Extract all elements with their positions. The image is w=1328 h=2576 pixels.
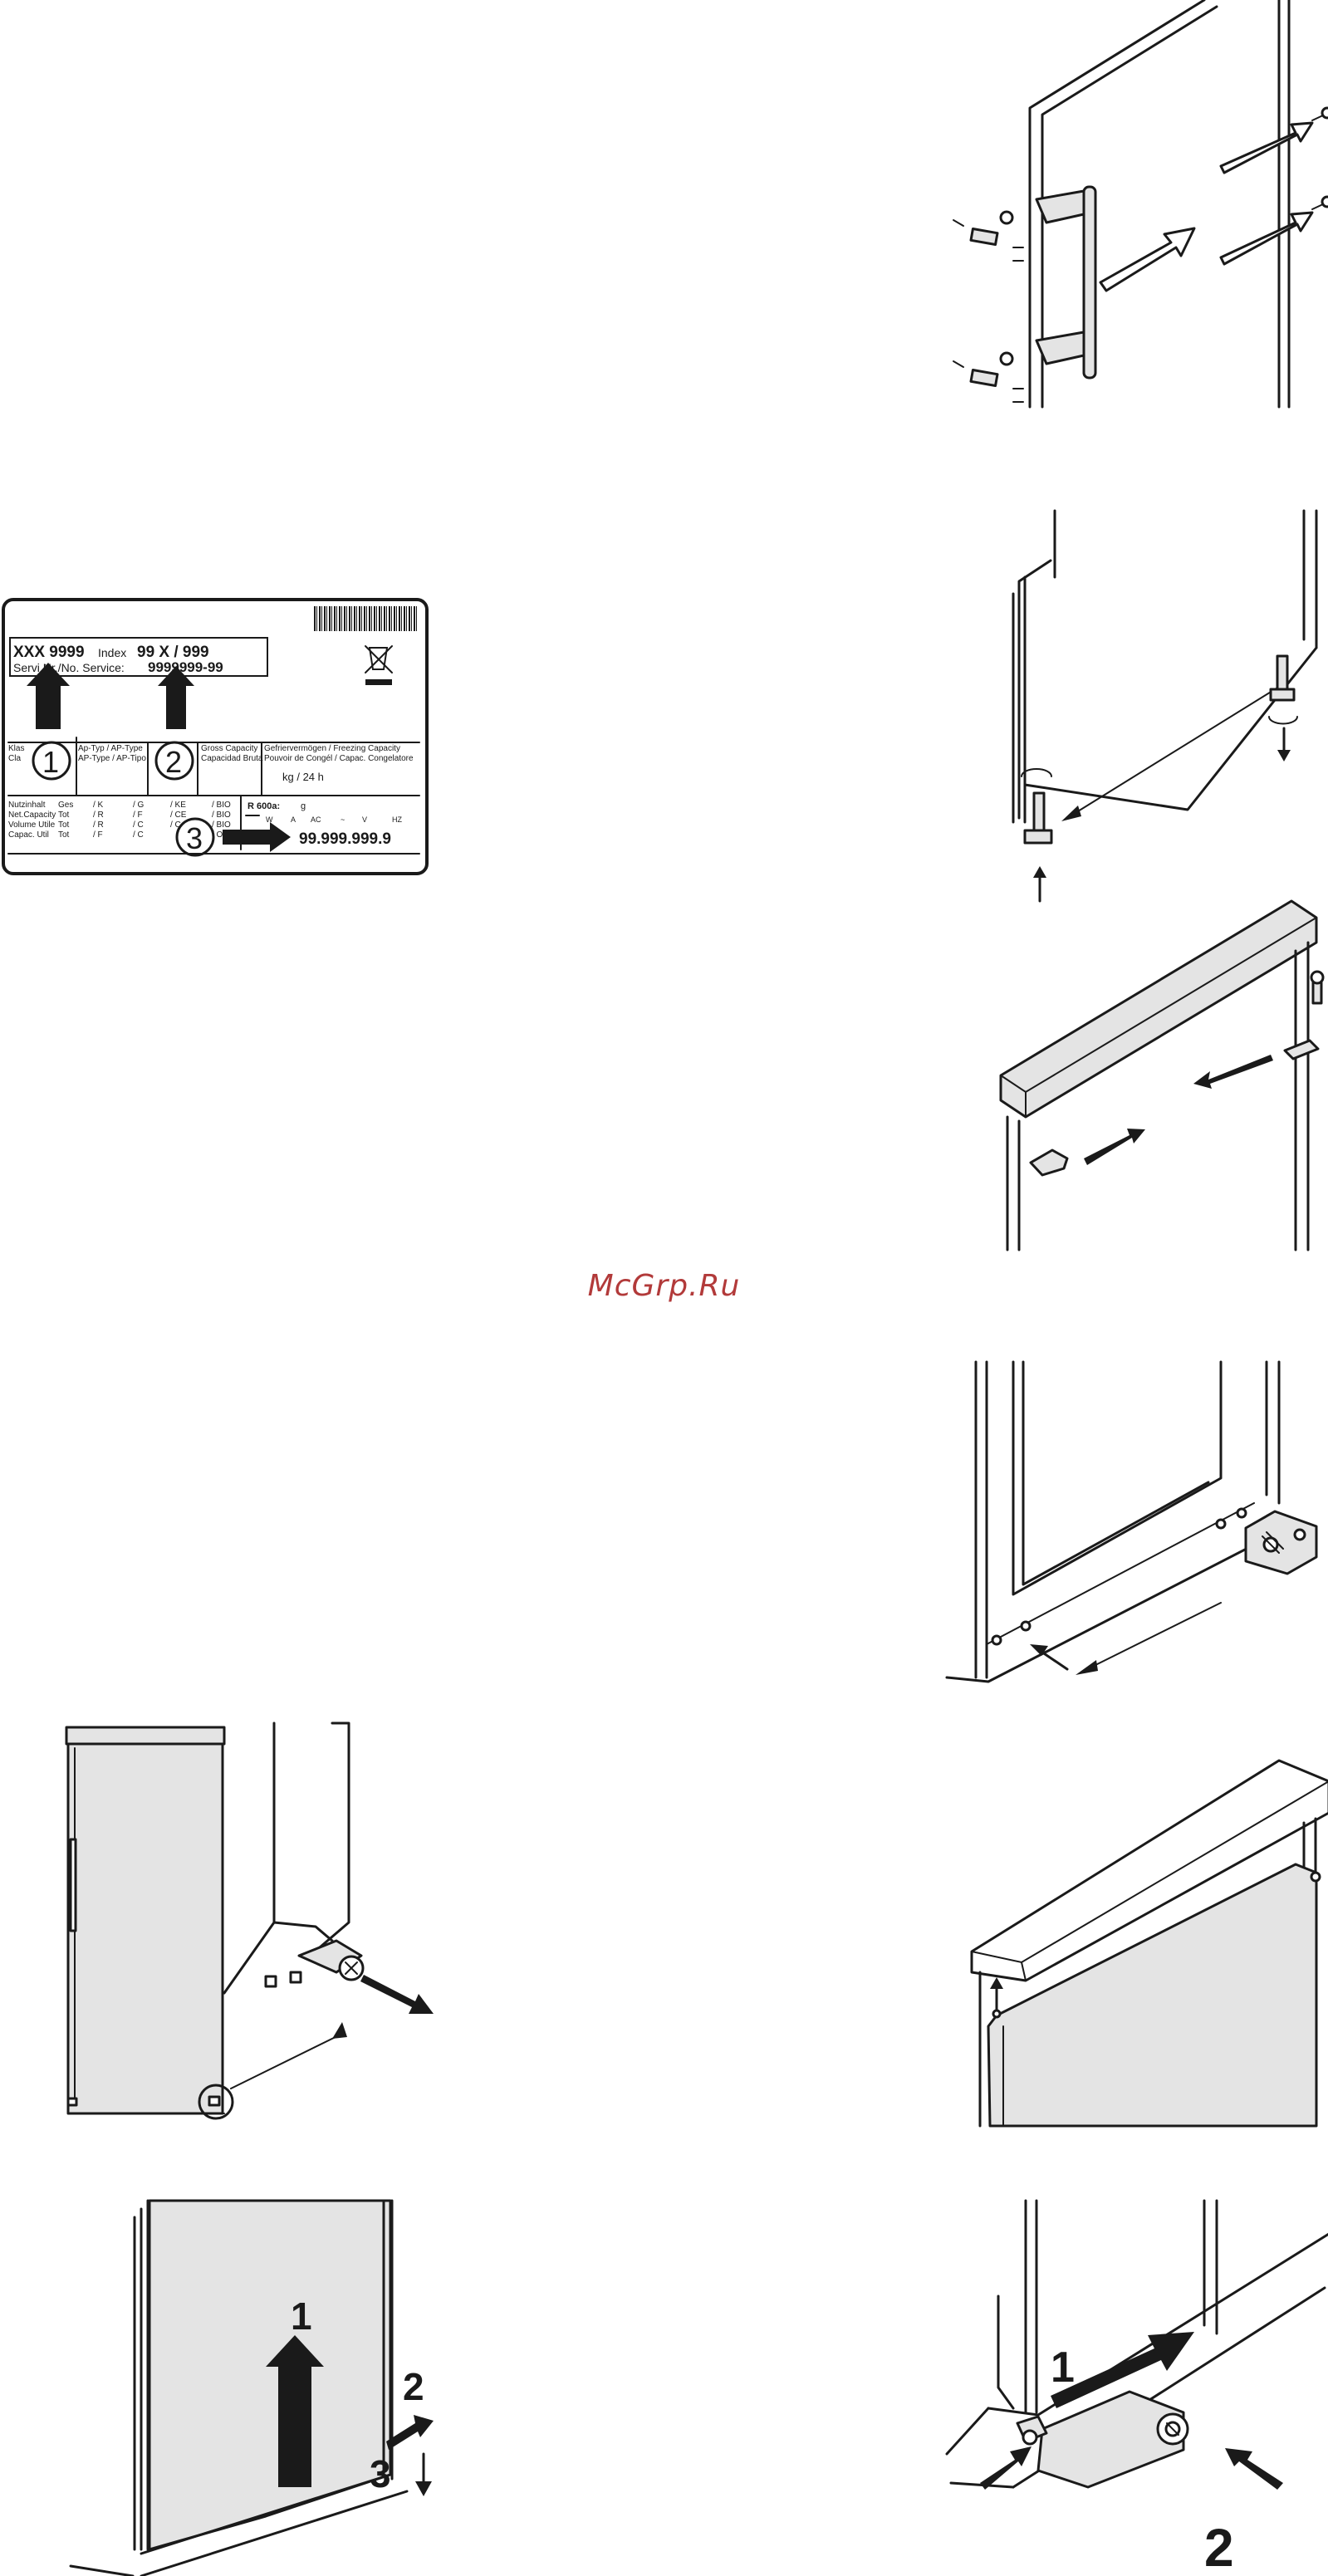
svg-text:/ K: / K	[93, 801, 104, 810]
svg-text:Capacidad Bruta: Capacidad Bruta	[201, 754, 263, 763]
svg-text:Tot: Tot	[58, 830, 70, 840]
svg-text:Servi Nr./No. Service:: Servi Nr./No. Service:	[13, 661, 125, 674]
barcode-icon	[314, 606, 418, 631]
serial-number: 99.999.999.9	[299, 830, 391, 848]
screw-icon	[1311, 106, 1328, 210]
svg-text:~: ~	[341, 815, 345, 824]
figure-foot-screw	[50, 1721, 448, 2138]
svg-text:A: A	[291, 815, 296, 824]
figure-door-pin	[988, 509, 1328, 909]
figure-bottom-hinge: 1 2	[938, 2199, 1328, 2576]
svg-text:Capac. Util: Capac. Util	[8, 830, 49, 840]
svg-text:/ CE: / CE	[170, 811, 187, 820]
svg-text:Cla: Cla	[8, 754, 21, 763]
svg-text:Gross Capacity: Gross Capacity	[201, 744, 257, 753]
svg-text:Index: Index	[98, 646, 126, 659]
svg-text:Ges: Ges	[58, 801, 73, 810]
svg-text:AC: AC	[311, 815, 321, 824]
svg-text:V: V	[362, 815, 367, 824]
svg-text:1: 1	[291, 2294, 312, 2338]
svg-text:Tot: Tot	[58, 811, 70, 820]
svg-text:/ C: / C	[133, 820, 144, 830]
rating-plate: XXX 9999 Index 99 X / 999 Servi Nr./No. …	[0, 596, 432, 879]
svg-text:Nutzinhalt: Nutzinhalt	[8, 801, 46, 810]
figure-lift-door: 1 2 3	[58, 2199, 448, 2576]
svg-text:2: 2	[165, 745, 182, 779]
svg-text:AP-Type / AP-Tipo: AP-Type / AP-Tipo	[78, 754, 146, 763]
svg-text:3: 3	[370, 2452, 391, 2495]
figure-top-hinge	[984, 893, 1328, 1251]
figure-handle-removal	[930, 0, 1328, 415]
svg-text:W: W	[266, 815, 273, 824]
svg-text:Tot: Tot	[58, 820, 70, 830]
figure-lower-hinge	[938, 1360, 1328, 1686]
svg-text:/ F: / F	[93, 830, 103, 840]
svg-text:HZ: HZ	[392, 815, 402, 824]
arrow-icon	[1219, 121, 1314, 174]
svg-text:/ G: / G	[133, 801, 145, 810]
svg-text:/ KE: / KE	[170, 801, 186, 810]
svg-text:Pouvoir de Congél / Capac. Con: Pouvoir de Congél / Capac. Congelatore	[264, 754, 414, 763]
svg-text:Ap-Typ / AP-Type: Ap-Typ / AP-Type	[78, 744, 143, 753]
svg-text:/ BIO: / BIO	[212, 801, 231, 810]
service-number: 9999999-99	[148, 659, 223, 675]
svg-text:/ R: / R	[93, 820, 104, 830]
svg-text:Net.Capacity: Net.Capacity	[8, 811, 56, 820]
svg-text:/ R: / R	[93, 811, 104, 820]
svg-text:/ F: / F	[133, 811, 143, 820]
weee-bin-icon	[365, 645, 393, 685]
svg-text:3: 3	[186, 821, 203, 855]
svg-text:1: 1	[42, 745, 59, 779]
svg-text:/ BIO: / BIO	[212, 820, 231, 830]
svg-text:/ C: / C	[170, 820, 181, 830]
svg-text:2: 2	[403, 2365, 424, 2408]
svg-text:99 X / 999: 99 X / 999	[137, 644, 209, 661]
svg-text:R 600a:: R 600a:	[247, 801, 280, 811]
svg-text:1: 1	[1051, 2343, 1075, 2392]
svg-text:g: g	[301, 801, 306, 811]
svg-text:kg / 24 h: kg / 24 h	[282, 771, 324, 783]
svg-text:/ C: / C	[133, 830, 144, 840]
svg-text:/ O: / O	[212, 830, 223, 840]
model-label: XXX 9999	[13, 644, 85, 661]
watermark: McGrp.Ru	[587, 1269, 741, 1303]
svg-text:Klas: Klas	[8, 744, 24, 753]
svg-text:/ BIO: / BIO	[212, 811, 231, 820]
magnifier-circle-icon	[198, 2084, 234, 2120]
svg-text:2: 2	[1204, 2518, 1234, 2576]
svg-text:Gefriervermögen / Freezing Cap: Gefriervermögen / Freezing Capacity	[264, 744, 400, 753]
svg-text:Volume Utile: Volume Utile	[8, 820, 56, 830]
figure-top-cover	[963, 1748, 1328, 2128]
